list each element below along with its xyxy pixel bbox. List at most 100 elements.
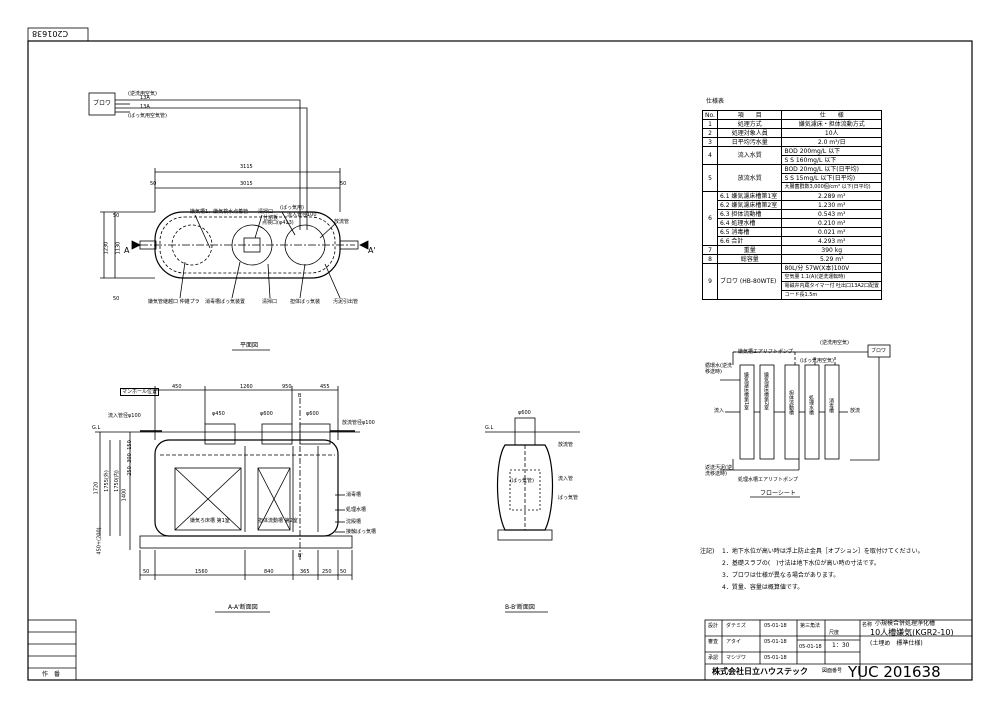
aa-r2: 処理水槽: [346, 507, 367, 513]
flow-box4: 処理水槽: [808, 395, 814, 415]
spec-cell: 4.293 m³: [781, 236, 882, 246]
spec-cell: コード長1.5m: [781, 290, 882, 300]
plan-title: 平面図: [240, 342, 259, 349]
left-revision-block: [27, 619, 77, 681]
plan-dim-inner: 3015: [240, 181, 253, 187]
spec-cell: 0.210 m³: [781, 218, 882, 228]
aa-bd50b: 50: [340, 569, 347, 575]
spec-cell: 2.289 m³: [781, 191, 882, 201]
tb-scale-label: 尺度: [829, 630, 840, 636]
aa-d450: 450: [172, 384, 182, 390]
spec-cell: 大腸菌群数3,000個/cm³ 以下(日平均): [781, 182, 882, 192]
flow-air-lift2: 処理水槽エアリフトポンプ: [738, 477, 798, 483]
flow-left-top: 循環水(逆洗移送時): [705, 363, 732, 375]
spec-cell: BOD 20mg/L 以下(日平均): [781, 164, 882, 174]
plan-dim-50-l: 50: [150, 181, 157, 187]
tb-row3-name: マシヅワ: [726, 655, 747, 661]
spec-cell: 1: [702, 119, 718, 129]
tb-row2-name: アタイ: [726, 639, 742, 645]
bb-r3: 流入管: [558, 476, 574, 482]
aa-tank1: 嫌気ろ床槽 第1室: [190, 518, 230, 524]
spec-cell: 2.0 m³/日: [781, 137, 882, 147]
tb-name3: (土埋め 標準仕様): [870, 640, 923, 647]
spec-cell: 6.2 嫌気濾床槽第2室: [716, 200, 783, 210]
plan-callout-5: 放流管: [334, 219, 350, 225]
aa-b-mark: B: [298, 393, 302, 399]
aa-h1720: 1720: [93, 481, 100, 495]
tb-date2: 05-01-18: [799, 644, 822, 650]
plan-pipe-13a-2: 13A: [140, 104, 150, 110]
plan-callout-7: 点検口(φ413): [262, 220, 294, 226]
tb-name1: 小規模合併処理浄化槽: [875, 620, 936, 627]
aa-d600b: φ600: [306, 411, 319, 417]
spec-cell: 5.29 m³: [781, 254, 882, 264]
tb-row1-name: ダテミズ: [726, 623, 747, 629]
spec-header-row: No. 項 目 仕 様: [702, 110, 882, 120]
tb-row1-label: 設計: [708, 623, 719, 629]
tb-drawing-no-label: 図面番号: [822, 668, 843, 674]
aa-h1755: 1755(外): [103, 470, 110, 492]
spec-cell: 10人: [781, 128, 882, 138]
spec-cell: 6.1 嫌気濾床槽第1室: [716, 191, 783, 201]
bb-d600: φ600: [518, 410, 531, 416]
plan-bottom-2: 消毒槽ばっ気装置: [205, 299, 246, 305]
note-item: 3．ブロワは仕様が異なる場合があります。: [722, 572, 840, 579]
plan-pipe-13a-1: 13A: [140, 95, 150, 101]
spec-cell: 80L/分 57W(X本)100V: [781, 263, 882, 273]
plan-dim-w1: 1230: [103, 241, 110, 255]
aa-r4: 接触ばっ気槽: [346, 529, 377, 535]
spec-cell: S S 15mg/L 以下(日平均): [781, 173, 882, 183]
bb-title: B-B'断面図: [505, 604, 535, 611]
flow-box5: 消毒槽: [828, 398, 834, 413]
drawing-id-stamp: C201638: [32, 29, 69, 38]
spec-cell: 0.021 m³: [781, 227, 882, 237]
plan-bottom-1: 嫌気管継越口 仲雑プラ: [148, 299, 200, 305]
bb-r4: ばっ気管: [558, 495, 579, 501]
tb-row2-label: 審査: [708, 639, 719, 645]
aa-outlet: 放流管径φ100: [342, 420, 375, 426]
section-aa-view: [95, 386, 360, 613]
aa-h300: 300: [126, 453, 133, 463]
spec-cell: 8: [702, 254, 718, 264]
note-item: 4．質量、容量は概算値です。: [722, 584, 804, 591]
spec-cell: 空気量 1.1(A)(逆洗運転時): [781, 272, 882, 282]
spec-cell: 3: [702, 137, 718, 147]
flow-box2: 嫌気濾床槽第2室: [763, 372, 769, 411]
spec-cell: 0.543 m³: [781, 209, 882, 219]
spec-header-no: No.: [702, 110, 718, 120]
plan-dim-overall: 3115: [240, 164, 253, 170]
spec-cell: ブロワ (HB-80WTE): [716, 263, 783, 300]
plan-mark-a: A: [124, 246, 130, 255]
plan-mark-a-prime: A': [368, 246, 376, 255]
spec-cell: 6: [702, 191, 718, 246]
flow-top-box: ブロワ: [871, 348, 887, 354]
plan-callout-4: 流入管径100: [287, 212, 317, 218]
aa-d600: φ600: [260, 411, 273, 417]
flow-sheet-diagram: [720, 344, 891, 498]
spec-cell: 重量: [716, 245, 783, 255]
aa-h1400: 1400: [121, 488, 128, 502]
tb-row3-date: 05-01-18: [764, 655, 787, 661]
plan-callout-2: 清掃口: [258, 209, 274, 215]
aa-bd1560: 1560: [195, 569, 208, 575]
aa-b-mark2: B': [298, 553, 303, 559]
spec-cell: S S 160mg/L 以下: [781, 155, 882, 165]
plan-view: [88, 92, 369, 351]
notes-list: 1．地下水位が高い時は浮上防止金具［オプション］を取付けてください。 2．基礎ス…: [722, 548, 924, 596]
title-block-frame: [704, 619, 973, 681]
aa-h1750: 1750(内): [113, 470, 120, 492]
tb-name-label: 名称: [862, 622, 873, 628]
spec-cell: 放流水質: [716, 164, 783, 192]
note-item: 1．地下水位が高い時は浮上防止金具［オプション］を取付けてください。: [722, 548, 924, 555]
aa-bd840: 840: [264, 569, 274, 575]
aa-r1: 消毒槽: [346, 492, 362, 498]
flow-inflow: 流入: [714, 408, 725, 414]
inner-frame: [27, 40, 973, 681]
